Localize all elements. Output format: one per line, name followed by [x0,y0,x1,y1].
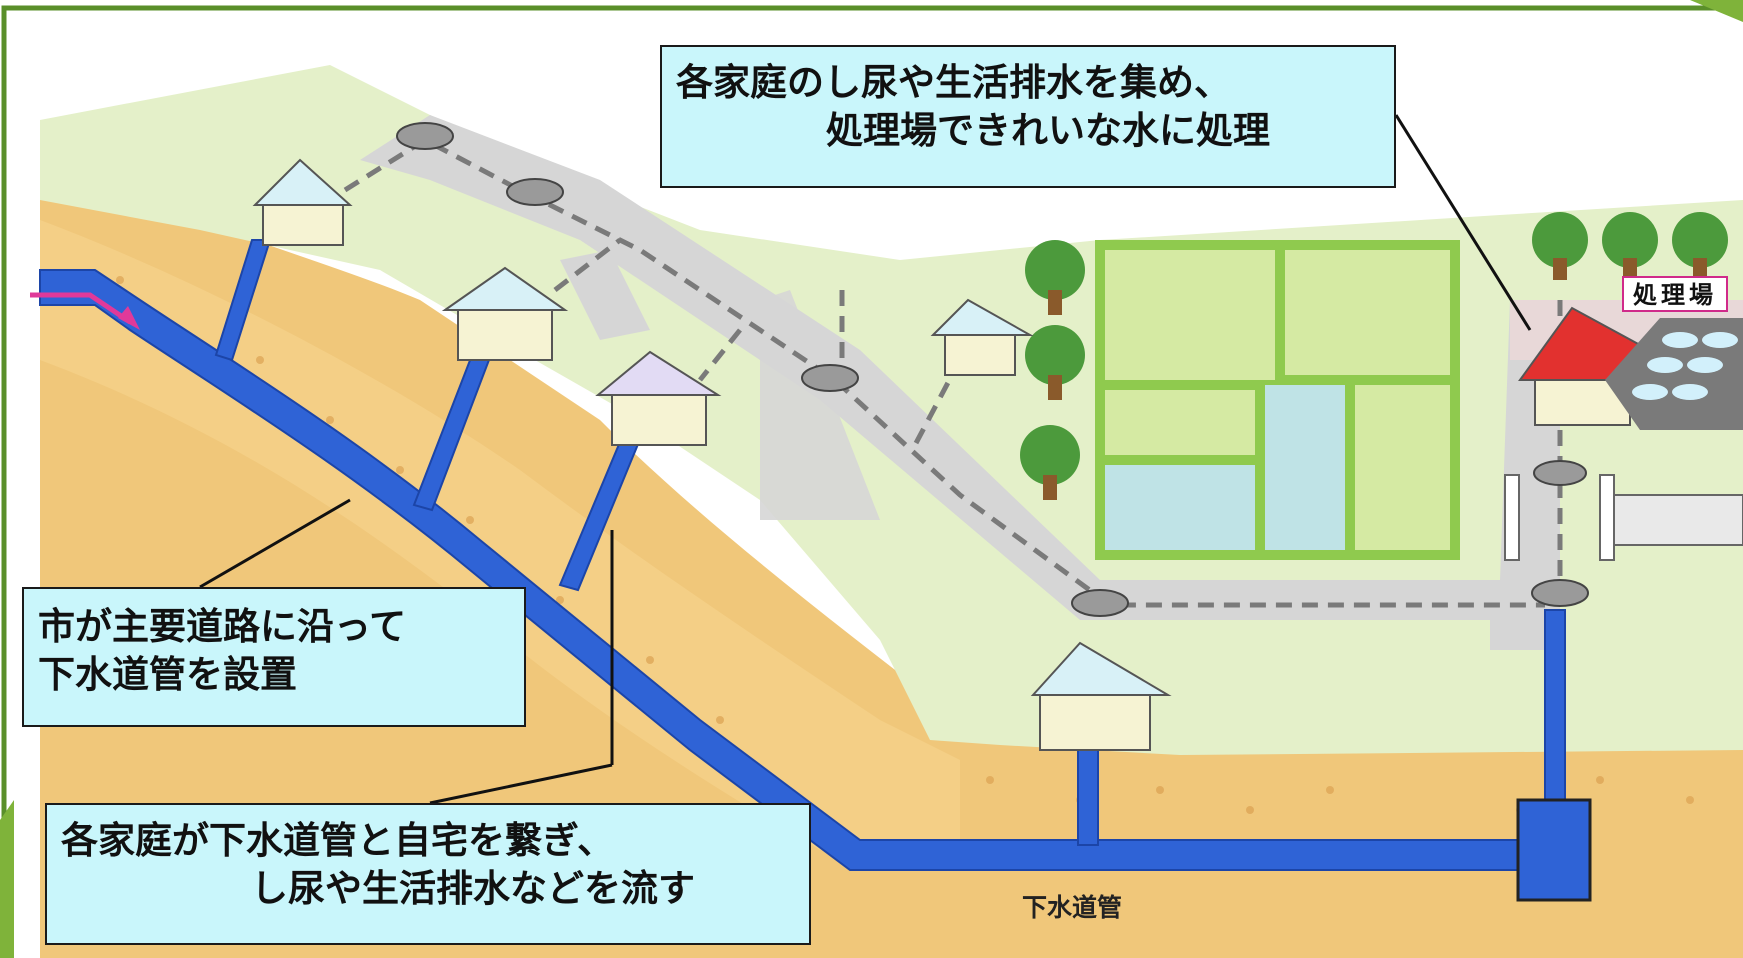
callout-treatment-line1: 各家庭のし尿や生活排水を集め、 [676,61,1231,104]
callout-city-pipes-line2: 下水道管を設置 [38,653,297,697]
callout-leaders [199,114,1532,805]
rice-fields [1095,240,1460,560]
callout-treatment-line2: 処理場できれいな水に処理 [826,109,1270,153]
house-connections [343,137,1563,608]
treatment-plant-label: 処理場 [1622,276,1728,312]
treatment-tanks [1605,318,1743,430]
house-3-icon [595,350,722,446]
house-1-icon [252,158,353,246]
callout-household-connection: 各家庭が下水道管と自宅を繋ぎ、 し尿や生活排水などを流す [45,803,811,945]
callout-household-line2: し尿や生活排水などを流す [251,867,695,911]
callout-household-line1: 各家庭が下水道管と自宅を繋ぎ、 [61,819,615,862]
house-4-icon [930,298,1034,376]
sewer-pipes [39,239,1592,902]
soil-cutface [40,140,960,850]
house-5-icon [1030,641,1172,751]
trees [1020,212,1728,500]
callout-city-pipes-line1: 市が主要道路に沿って [38,605,407,648]
inflow-arrow [30,292,140,330]
callout-treatment: 各家庭のし尿や生活排水を集め、 処理場できれいな水に処理 [660,45,1396,188]
frame-corner-accent-left [0,800,14,958]
house-2-icon [441,266,569,361]
manholes [396,122,1589,617]
houses [252,158,1641,751]
callout-city-pipes: 市が主要道路に沿って 下水道管を設置 [22,587,526,727]
frame-corner-accent [1690,0,1743,22]
plant-fence [1504,474,1743,561]
sewer-pipe-label: 下水道管 [1022,893,1123,922]
